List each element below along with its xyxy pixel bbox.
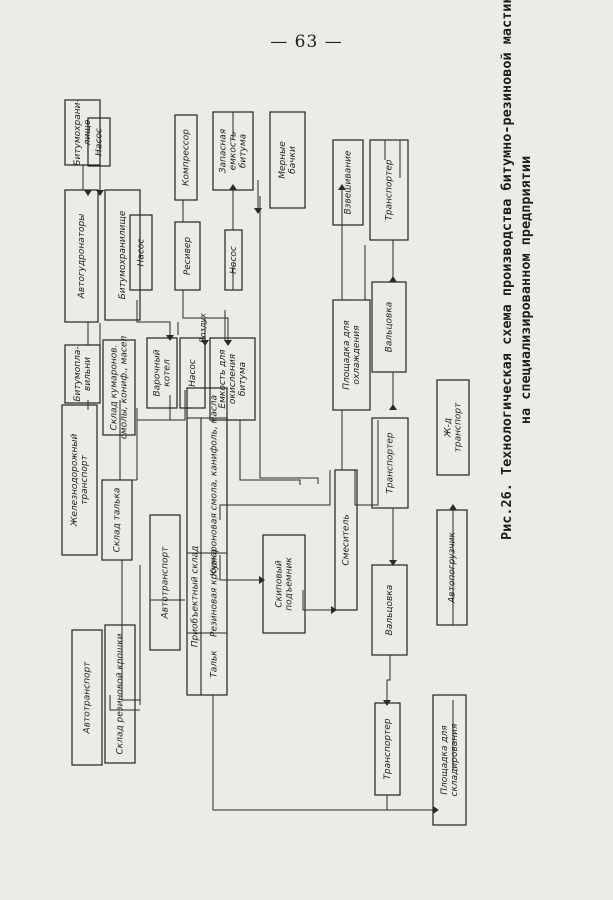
node-sklad-kumaron: Склад кумаронов.смолы, кониф., масел	[102, 336, 136, 440]
node-label: Смеситель	[342, 514, 352, 565]
node-label: Автотранспорт	[161, 546, 171, 620]
node-label: Битумопла-	[73, 346, 83, 401]
node-label: Транспортер	[386, 432, 396, 493]
node-label: Автотранспорт	[83, 661, 93, 735]
node-smesitel: Смеситель	[334, 469, 358, 611]
node-kompressor: Компрессор	[174, 114, 198, 201]
node-label: Емкость для	[218, 349, 228, 409]
node-label: Варочный	[153, 349, 163, 396]
node-cell: Кумароновая смола, канифоль, масла	[210, 395, 220, 576]
node-label: подъемник	[285, 557, 295, 611]
node-cell: Резиновая крошка	[210, 549, 220, 637]
node-nasos-top: Насос	[87, 117, 111, 167]
node-label: Насос	[137, 239, 147, 267]
node-label: Площадка для	[440, 725, 450, 795]
node-resiver: Ресивер	[174, 221, 201, 291]
node-label: Мерные	[278, 141, 288, 179]
node-label: Автогудронаторы	[77, 214, 87, 300]
node-label: Вальцовка	[385, 585, 395, 636]
air-label: Воздух	[199, 313, 208, 343]
node-avtopogruzchik: Автопогрузчик	[436, 509, 468, 626]
node-bitumohranilische: Битумохранилище	[104, 189, 141, 321]
node-label: Компрессор	[182, 129, 192, 186]
node-label: Ресивер	[183, 237, 193, 276]
node-label: Железнодорожный	[70, 434, 80, 528]
node-label: Площадка для	[342, 320, 352, 390]
page-number: — 63 —	[270, 32, 343, 52]
node-sklad-rezinovoy: Склад резиновой крошки	[104, 624, 136, 764]
node-label: Транспортер	[383, 718, 393, 779]
node-transporter-bottom: Транспортер	[374, 702, 401, 796]
node-nasos-mid: Насос	[179, 337, 206, 409]
node-label: Склад талька	[113, 488, 123, 553]
node-label: Вальцовка	[385, 302, 395, 353]
node-label: смолы, кониф., масел	[120, 336, 130, 440]
node-avtogudronatory: Автогудронаторы	[64, 189, 99, 323]
node-label: транспорт	[80, 454, 90, 504]
node-label: Транспортер	[385, 159, 395, 220]
node-label: Склад кумаронов.	[110, 345, 120, 431]
node-label: котел	[163, 359, 173, 387]
node-valtsovka-top: Вальцовка	[371, 281, 407, 373]
node-label: Битумохранилище	[118, 210, 128, 299]
node-label: Насос	[188, 359, 198, 387]
node-avtotransport-mid: Автотранспорт	[149, 514, 181, 651]
node-label: битума	[238, 362, 248, 396]
node-sklad-talka: Склад талька	[101, 479, 133, 561]
node-label: охлаждения	[352, 325, 362, 385]
node-label: емкость	[229, 132, 239, 171]
node-label: транспорт	[454, 402, 464, 452]
caption-line-2: на специализированном предприятии	[518, 155, 534, 425]
node-vzveshivanie: Взвешивание	[332, 139, 364, 226]
node-label: складирования	[450, 723, 460, 796]
figure-caption: Рис.26. Технологическая схема производст…	[498, 0, 558, 540]
node-label: Насос	[229, 246, 239, 274]
node-cell: Тальк	[210, 650, 220, 678]
node-label: битума	[239, 134, 249, 168]
node-label: вильни	[83, 357, 93, 391]
node-label: Запасная	[219, 128, 229, 173]
node-nasos-upper: Насос	[129, 214, 153, 291]
connectors	[82, 112, 457, 814]
node-label: бачки	[288, 146, 298, 174]
node-header: Приобъектный склад	[191, 546, 201, 648]
node-label: Ж-д	[444, 418, 454, 438]
node-bitumoplavilnye: Битумопла-вильни	[64, 344, 101, 404]
node-label: окисления	[228, 353, 238, 404]
node-transporter-top: Транспортер	[369, 139, 409, 241]
node-label: Насос	[95, 128, 105, 156]
node-transporter-mid: Транспортер	[371, 417, 409, 509]
node-avtotransport-left: Автотранспорт	[71, 629, 103, 766]
node-label: Битумохрани-	[73, 99, 83, 165]
node-label: Склад резиновой крошки	[116, 633, 126, 754]
node-label: Взвешивание	[344, 150, 354, 214]
node-valtsovka-mid: Вальцовка	[371, 564, 408, 656]
node-label: Скиповый	[275, 560, 285, 607]
caption-line-1: Рис.26. Технологическая схема производст…	[499, 0, 515, 540]
